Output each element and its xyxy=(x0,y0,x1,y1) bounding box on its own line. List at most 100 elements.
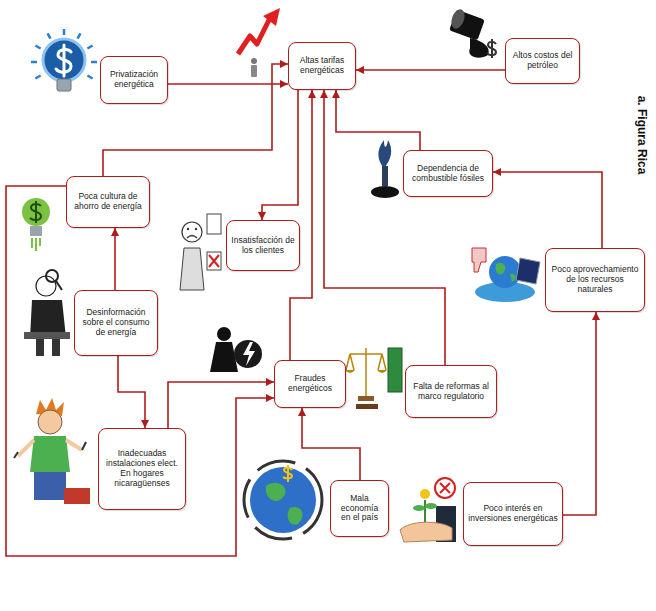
investment-icon-part xyxy=(413,505,425,511)
box-text: Insatisfacción de los clientes xyxy=(231,236,295,256)
rising-chart-icon-part xyxy=(251,58,257,64)
dissatisfied-client-icon-part xyxy=(187,228,189,230)
natural-resources-icon-part xyxy=(489,256,521,288)
process-box: Privatización energética xyxy=(100,56,168,104)
electrician-icon-part xyxy=(38,410,62,434)
process-box: Dependencia de combustible fósiles xyxy=(403,150,493,197)
box-text: Poco aprovechamiento de los recursos nat… xyxy=(550,265,640,294)
misinformed-man-icon-part xyxy=(36,338,44,356)
connector-arrow xyxy=(168,382,274,428)
box-text: Mala economía en el país xyxy=(335,494,384,523)
box-text: Poco interés en inversiones energéticas xyxy=(468,504,558,524)
box-text: Privatización energética xyxy=(105,70,163,90)
figure-heading: a. Figura Rica xyxy=(635,80,649,190)
dissatisfied-client-icon-part xyxy=(187,236,197,239)
fossil-fuel-icon-part xyxy=(378,140,391,168)
fossil-fuel-icon-part xyxy=(382,166,388,186)
electrician-icon-part xyxy=(64,488,90,504)
box-text: Inadecuadas instalaciones elect. En hoga… xyxy=(103,449,181,488)
misinformed-man-icon-part xyxy=(46,270,58,282)
process-box: Mala economía en el país xyxy=(330,480,389,537)
connector-arrow xyxy=(262,90,298,220)
thief-icon-part xyxy=(217,327,231,341)
process-box: Insatisfacción de los clientes xyxy=(226,220,300,271)
box-text: Altas tarifas energéticas xyxy=(293,56,351,76)
fossil-fuel-icon-part xyxy=(371,186,399,198)
thief-icon-part xyxy=(243,342,255,366)
thief-icon xyxy=(210,327,262,372)
connector-arrow xyxy=(356,69,505,71)
privatization-bulb-icon-part xyxy=(43,39,85,81)
box-text: Altos costos del petróleo xyxy=(510,51,575,71)
globe-icon-part xyxy=(250,467,316,533)
investment-icon xyxy=(400,478,456,542)
oil-barrel-icon xyxy=(449,8,496,58)
process-box: Poco interés en inversiones energéticas xyxy=(463,482,563,546)
electrician-icon xyxy=(14,398,90,504)
globe-icon-part xyxy=(283,465,292,482)
connector-arrow xyxy=(493,172,602,248)
electrician-icon-part xyxy=(18,440,82,456)
saving-bulb-icon-part xyxy=(32,238,40,251)
dissatisfied-client-icon xyxy=(180,214,221,290)
fossil-fuel-icon xyxy=(371,140,399,198)
privatization-bulb-icon-part xyxy=(57,79,71,91)
box-text: Falta de reformas al marco regulatorio xyxy=(410,382,492,402)
globe-icon-part xyxy=(266,483,303,525)
connector-arrow xyxy=(114,228,116,290)
dissatisfied-client-icon-part xyxy=(182,222,202,242)
investment-icon-part xyxy=(425,503,437,509)
box-text: Fraudes energéticos xyxy=(279,374,341,394)
electrician-icon-part xyxy=(14,442,86,458)
rising-chart-icon-part xyxy=(251,65,257,77)
connector-arrow xyxy=(336,90,420,150)
rising-chart-icon-part xyxy=(238,18,270,54)
process-box: Poca cultura de ahorro de energía xyxy=(66,176,150,228)
dissatisfied-client-icon-part xyxy=(209,255,219,267)
rising-chart-icon xyxy=(238,8,280,77)
rising-chart-icon-part xyxy=(263,8,280,26)
investment-icon-part xyxy=(400,522,452,542)
box-text: Desinformación sobre el consumo de energ… xyxy=(79,308,153,337)
electrician-icon-part xyxy=(30,436,70,472)
dissatisfied-client-icon-part xyxy=(195,228,197,230)
oil-barrel-icon-part xyxy=(487,39,496,58)
law-scales-icon-part xyxy=(358,396,374,401)
privatization-bulb-icon xyxy=(31,29,97,91)
connector-arrow xyxy=(563,312,596,515)
law-scales-icon xyxy=(345,348,402,409)
dissatisfied-client-icon-part xyxy=(207,214,221,234)
investment-icon-part xyxy=(424,500,426,522)
dissatisfied-client-icon-part xyxy=(180,248,204,290)
investment-icon-part xyxy=(435,478,455,498)
privatization-bulb-icon-part xyxy=(31,29,97,79)
privatization-bulb-icon-part xyxy=(56,45,71,76)
connector-arrow xyxy=(324,90,445,365)
connector-arrow xyxy=(302,408,360,480)
saving-bulb-icon xyxy=(22,198,50,251)
process-box: Altos costos del petróleo xyxy=(505,38,580,84)
process-box: Poco aprovechamiento de los recursos nat… xyxy=(545,248,645,312)
misinformed-man-icon-part xyxy=(56,281,62,290)
investment-icon-part xyxy=(420,489,430,499)
law-scales-icon-part xyxy=(346,348,386,396)
saving-bulb-icon-part xyxy=(30,201,41,223)
law-scales-icon-part xyxy=(345,370,387,373)
connector-arrow xyxy=(118,356,145,428)
connector-arrow xyxy=(103,64,288,176)
globe-icon-part xyxy=(244,461,322,539)
misinformed-man-icon-part xyxy=(52,338,60,356)
process-box: Inadecuadas instalaciones elect. En hoga… xyxy=(98,428,186,510)
natural-resources-icon-part xyxy=(496,263,516,282)
thief-icon-part xyxy=(234,340,262,368)
oil-barrel-icon-part xyxy=(449,8,467,31)
dissatisfied-client-icon-part xyxy=(207,252,221,270)
saving-bulb-icon-part xyxy=(22,198,50,226)
process-box: Desinformación sobre el consumo de energ… xyxy=(74,290,158,356)
globe-icon xyxy=(244,461,322,539)
law-scales-icon-part xyxy=(388,348,402,392)
investment-icon-part xyxy=(440,483,450,493)
thief-icon-part xyxy=(210,342,238,372)
